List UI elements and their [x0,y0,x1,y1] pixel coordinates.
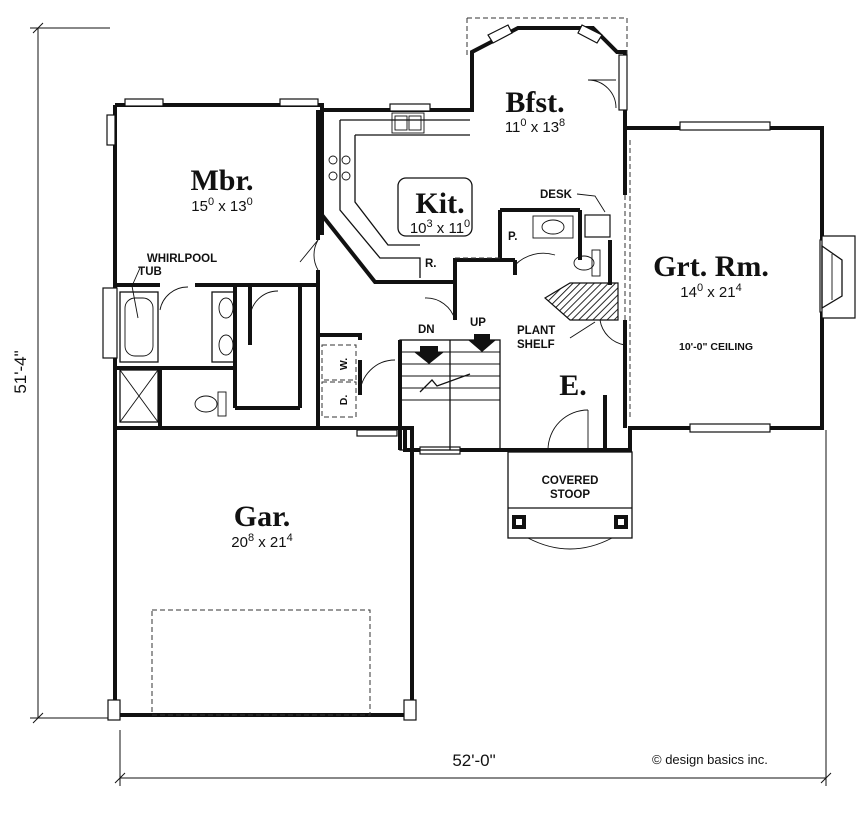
overall-depth-dimension: 51'-4" [11,22,112,724]
room-kit: Kit. 103 x 110 [410,187,470,237]
dryer-label: D. [338,395,350,406]
fixture-labels: WHIRLPOOL TUB DESK P. R. DN UP PLANT SHE… [131,189,606,501]
stairs [399,334,501,451]
stoop-label-line2: STOOP [550,489,590,501]
stoop-label-line1: COVERED [542,475,599,487]
room-name-bfst: Bfst. [505,86,564,119]
overall-depth-label: 51'-4" [11,350,30,393]
room-name-gar: Gar. [234,500,290,533]
powder-room [532,214,611,277]
room-name-kit: Kit. [415,187,464,220]
bay-window [466,17,628,58]
ceiling-label: 10'-0" CEILING [679,341,753,353]
laundry [321,344,357,418]
fireplace [821,235,856,319]
desk-label: DESK [540,189,573,201]
room-name-mbr: Mbr. [190,164,253,197]
interior-walls [115,110,627,450]
master-bath [119,286,279,423]
whirlpool-leader [131,267,141,319]
plant-shelf-label-line2: SHELF [517,339,555,351]
room-entry: E. [559,369,587,402]
room-bfst: Bfst. 110 x 138 [505,86,565,136]
garage-door [107,609,417,721]
copyright-notice: © design basics inc. [652,752,768,767]
room-name-grt-rm: Grt. Rm. [653,250,769,283]
room-grt-rm: Grt. Rm. 140 x 214 10'-0" CEILING [653,250,769,353]
room-dim-mbr: 150 x 130 [191,196,252,215]
up-label: UP [470,317,486,329]
plant-shelf-leader [569,321,596,339]
room-mbr: Mbr. 150 x 130 [190,164,253,215]
whirlpool-label-line2: TUB [138,266,162,278]
open-plan-lines [455,140,631,420]
room-gar: Gar. 208 x 214 [231,500,292,551]
overall-width-label: 52'-0" [452,751,495,770]
overall-width-dimension: 52'-0" [114,430,832,786]
room-dim-gar: 208 x 214 [231,532,292,551]
desk-leader [576,193,606,213]
covered-stoop [507,451,633,550]
pantry-label: P. [508,231,517,243]
room-dim-bfst: 110 x 138 [505,117,565,136]
doors [299,79,626,451]
room-dim-kit: 103 x 110 [410,218,470,237]
exterior-walls [113,26,824,717]
room-name-entry: E. [559,369,587,402]
room-dim-grt-rm: 140 x 214 [680,282,741,301]
kitchen-counters [328,112,473,278]
plant-shelf-label-line1: PLANT [517,325,555,337]
washer-label: W. [338,358,350,370]
plant-shelf [543,282,619,321]
whirlpool-label-line1: WHIRLPOOL [147,253,217,265]
refrigerator-label: R. [425,258,437,270]
down-label: DN [418,324,435,336]
